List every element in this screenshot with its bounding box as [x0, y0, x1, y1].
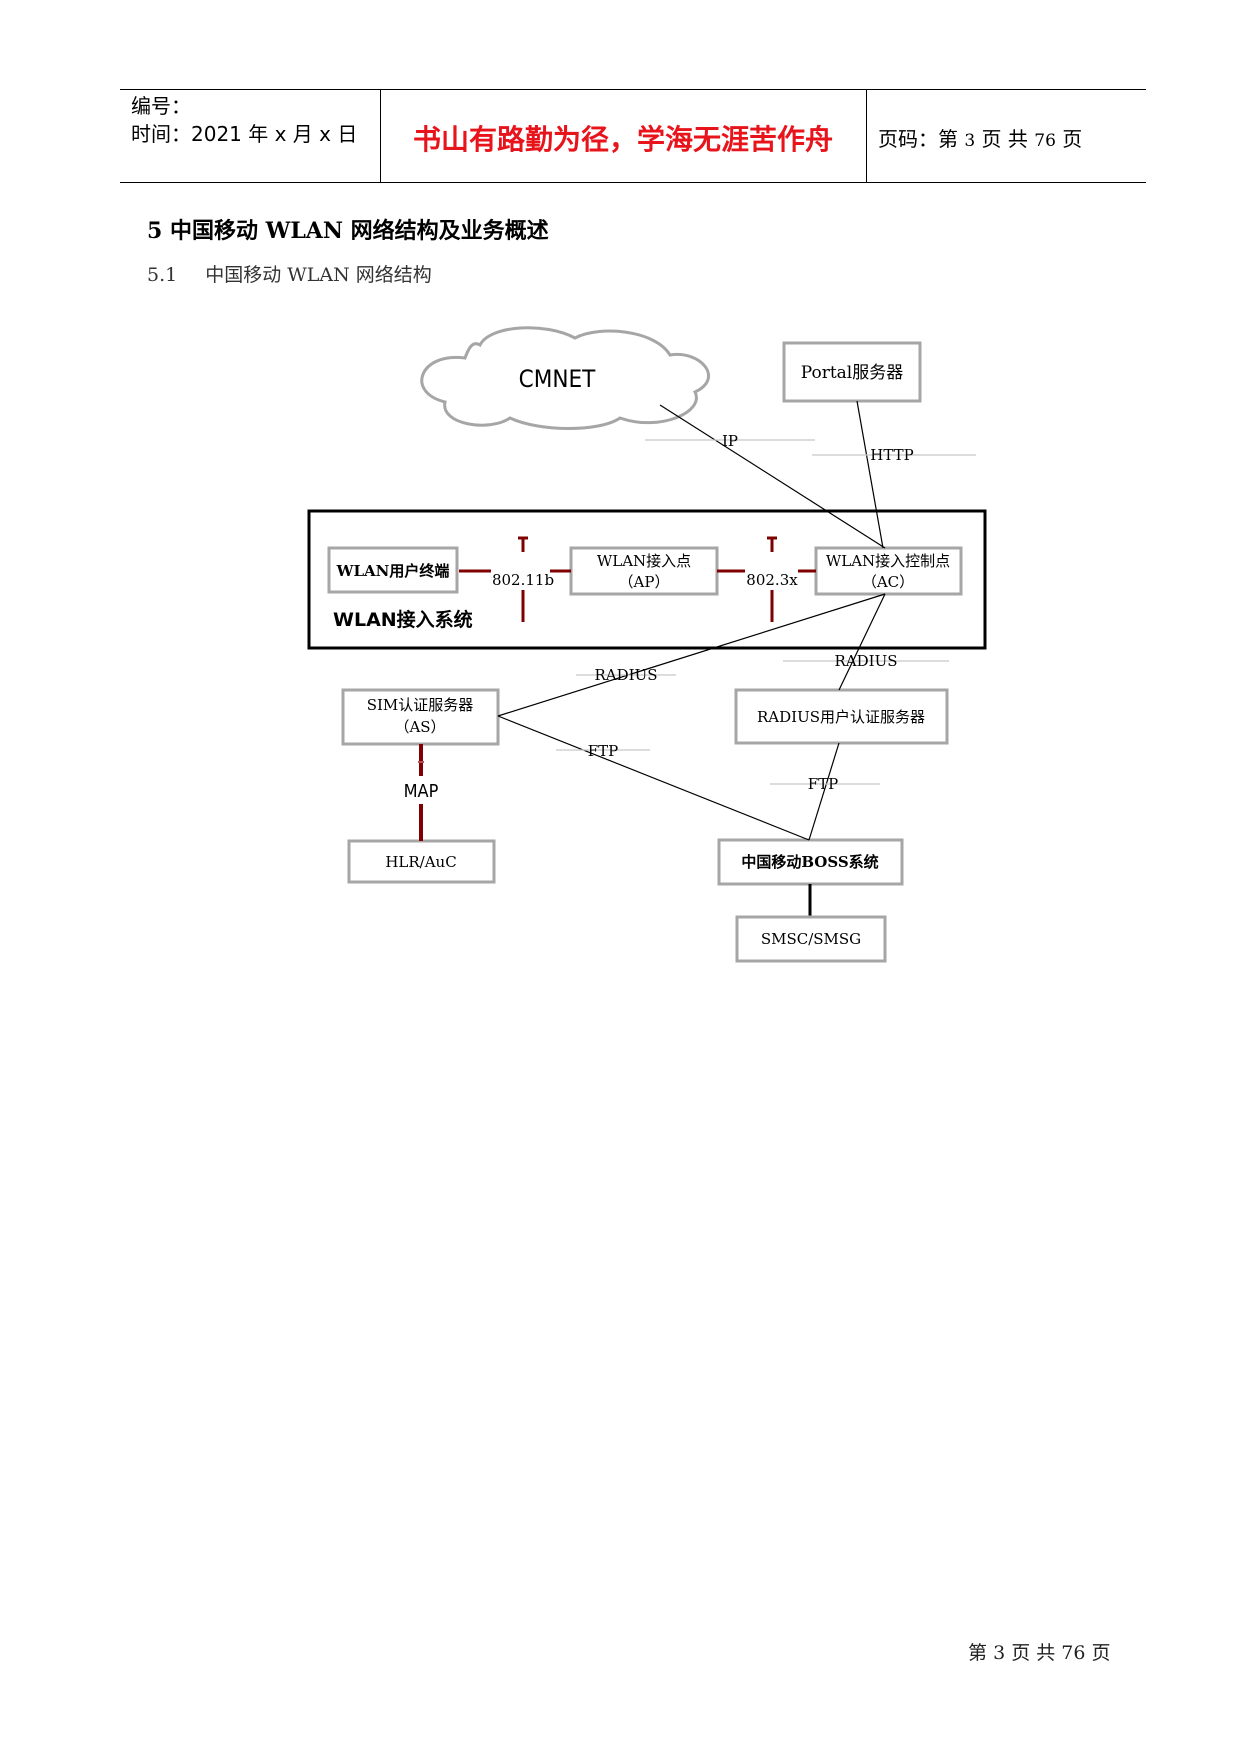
page-current: 3: [964, 131, 976, 151]
http-link-label: HTTP: [870, 446, 913, 464]
subsection-number: 5.1: [147, 264, 178, 286]
header-page-number: 页码：第 3 页 共 76 页: [878, 123, 1082, 152]
radius-server-label: RADIUS用户认证服务器: [757, 708, 925, 726]
footer-mid: 页 共: [1011, 1642, 1056, 1664]
ftp-left-link-label: FTP: [588, 742, 619, 760]
footer-page-number: 第 3 页 共 76 页: [968, 1638, 1111, 1665]
boss-system-label: 中国移动BOSS系统: [741, 853, 878, 871]
link-80211b-label: 802.11b: [492, 571, 554, 589]
smsc-box: [735, 915, 887, 963]
portal-server-label: Portal服务器: [801, 363, 904, 383]
radius-right-link-label: RADIUS: [835, 652, 898, 670]
map-link-label: MAP: [404, 781, 439, 802]
sim-auth-server-label-2: （AS）: [394, 718, 445, 736]
wlan-terminal-box: [327, 546, 459, 594]
header-rule-bottom: [120, 182, 1146, 183]
cmnet-cloud: CMNET: [420, 326, 710, 430]
http-link-line: [856, 400, 884, 549]
ip-link-label: IP: [722, 432, 738, 450]
hlr-auc-box: [347, 839, 496, 884]
ftp-right-link-label: FTP: [808, 775, 839, 793]
radius-right-link-line: [838, 593, 886, 691]
smsc-label: SMSC/SMSG: [761, 930, 861, 948]
ftp-right-link-line: [808, 742, 840, 841]
page-prefix: 页码：第: [878, 127, 958, 151]
access-controller-label-2: （AC）: [862, 573, 914, 591]
radius-server-box: [734, 688, 949, 745]
section-title: 5 中国移动 WLAN 网络结构及业务概述: [147, 218, 549, 244]
ip-link-line: [659, 404, 886, 549]
cmnet-label: CMNET: [519, 365, 597, 393]
wlan-network-diagram: CMNET Portal服务器 WLAN接入系统 WLAN用户终端 WLAN接入…: [307, 326, 987, 963]
wlan-access-system-box: [307, 509, 987, 650]
footer-current: 3: [993, 1642, 1006, 1664]
radius-left-link-line: [497, 593, 886, 717]
serial-label: 编号：: [131, 94, 191, 118]
access-point-label-1: WLAN接入点: [597, 552, 691, 570]
hlr-auc-label: HLR/AuC: [385, 853, 456, 871]
access-point-label-2: （AP）: [619, 573, 670, 591]
header-divider-left: [380, 89, 381, 183]
footer-total: 76: [1061, 1642, 1086, 1664]
page-suffix: 页: [1062, 127, 1083, 151]
subsection-text: 中国移动 WLAN 网络结构: [205, 264, 432, 286]
wlan-access-system-label: WLAN接入系统: [333, 608, 473, 631]
page-total: 76: [1034, 131, 1056, 151]
header-motto: 书山有路勤为径，学海无涯苦作舟: [412, 123, 833, 156]
wired-link-8023x: [717, 538, 816, 622]
header-divider-right: [866, 89, 867, 183]
page-mid: 页 共: [981, 127, 1028, 151]
ftp-left-link-line: [497, 715, 810, 841]
time-label: 时间：2021 年 x 月 x 日: [131, 122, 358, 146]
portal-server-box: [782, 341, 922, 403]
radius-left-link-label: RADIUS: [595, 666, 658, 684]
cloud-shape: [420, 326, 710, 430]
access-controller-label-1: WLAN接入控制点: [826, 552, 950, 570]
wireless-link-80211b: [459, 538, 571, 622]
footer-suffix: 页: [1091, 1642, 1111, 1664]
access-controller-box: [814, 546, 963, 596]
wlan-terminal-label: WLAN用户终端: [336, 562, 450, 580]
header-rule-top: [120, 89, 1146, 90]
sim-auth-server-label-1: SIM认证服务器: [367, 696, 474, 714]
footer-prefix: 第: [968, 1642, 988, 1664]
subsection-title: 5.1 中国移动 WLAN 网络结构: [147, 260, 432, 287]
link-8023x-label: 802.3x: [746, 571, 798, 589]
header-meta: 编号： 时间：2021 年 x 月 x 日: [131, 92, 357, 148]
